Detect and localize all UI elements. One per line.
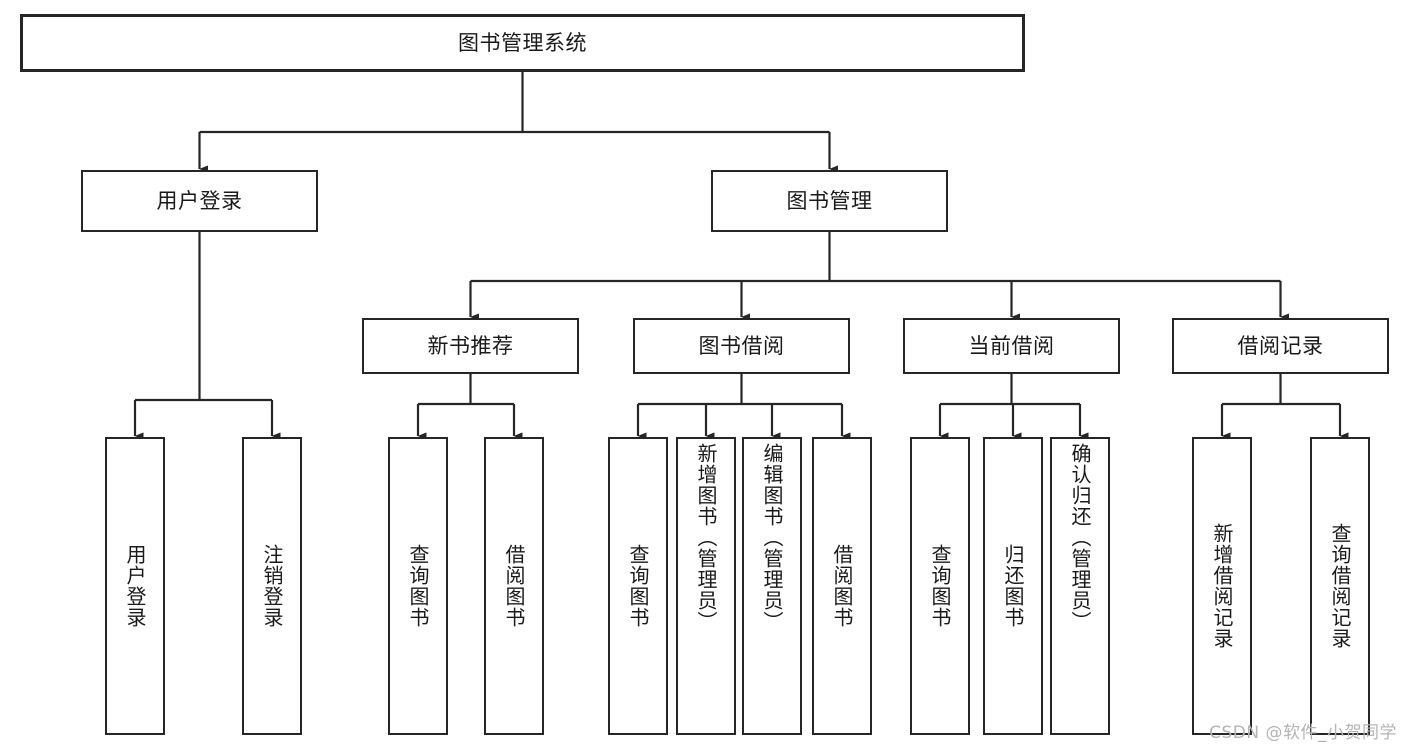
node-label-leaf-borrow-book-2: 借阅图书 [830,544,854,628]
node-leaf-query-book-1[interactable]: 查询图书 [388,437,448,735]
node-label-borrow-record: 借阅记录 [1237,333,1324,358]
node-leaf-query-book-3[interactable]: 查询图书 [910,437,970,735]
node-leaf-add-book[interactable]: 新增图书（管理员） [676,437,736,735]
node-leaf-return-book[interactable]: 归还图书 [983,437,1043,735]
node-label-leaf-add-record: 新增借阅记录 [1210,523,1234,649]
node-borrow-record[interactable]: 借阅记录 [1172,318,1389,374]
node-leaf-add-record[interactable]: 新增借阅记录 [1192,437,1252,735]
node-user-login[interactable]: 用户登录 [81,170,318,232]
node-leaf-query-book-2[interactable]: 查询图书 [608,437,668,735]
node-label-leaf-query-book-1: 查询图书 [406,544,430,628]
node-label-book-manage: 图书管理 [786,188,873,213]
node-book-manage[interactable]: 图书管理 [711,170,948,232]
node-label-leaf-edit-book: 编辑图书（管理员） [760,443,784,632]
node-label-book-borrow: 图书借阅 [698,333,785,358]
node-leaf-borrow-book-2[interactable]: 借阅图书 [812,437,872,735]
node-label-leaf-logout: 注销登录 [260,544,284,628]
node-label-leaf-return-book: 归还图书 [1001,544,1025,628]
node-label-leaf-borrow-book-1: 借阅图书 [502,544,526,628]
node-label-root: 图书管理系统 [458,30,587,55]
watermark-text: CSDN @软件_小贺同学 [1209,723,1397,743]
node-leaf-query-record[interactable]: 查询借阅记录 [1310,437,1370,735]
node-root[interactable]: 图书管理系统 [20,14,1025,72]
node-label-leaf-user-login: 用户登录 [123,544,147,628]
node-current-borrow[interactable]: 当前借阅 [903,318,1120,374]
node-label-leaf-add-book: 新增图书（管理员） [694,443,718,632]
node-new-book-rec[interactable]: 新书推荐 [362,318,579,374]
node-label-user-login: 用户登录 [156,188,243,213]
node-label-leaf-query-record: 查询借阅记录 [1328,523,1352,649]
edge-group [133,72,1349,440]
node-label-leaf-confirm-return: 确认归还（管理员） [1068,443,1092,632]
node-leaf-edit-book[interactable]: 编辑图书（管理员） [742,437,802,735]
node-label-current-borrow: 当前借阅 [968,333,1055,358]
node-leaf-confirm-return[interactable]: 确认归还（管理员） [1050,437,1110,735]
node-label-new-book-rec: 新书推荐 [427,333,514,358]
node-book-borrow[interactable]: 图书借阅 [633,318,850,374]
node-leaf-user-login[interactable]: 用户登录 [105,437,165,735]
node-leaf-borrow-book-1[interactable]: 借阅图书 [484,437,544,735]
node-label-leaf-query-book-3: 查询图书 [928,544,952,628]
node-label-leaf-query-book-2: 查询图书 [626,544,650,628]
node-leaf-logout[interactable]: 注销登录 [242,437,302,735]
